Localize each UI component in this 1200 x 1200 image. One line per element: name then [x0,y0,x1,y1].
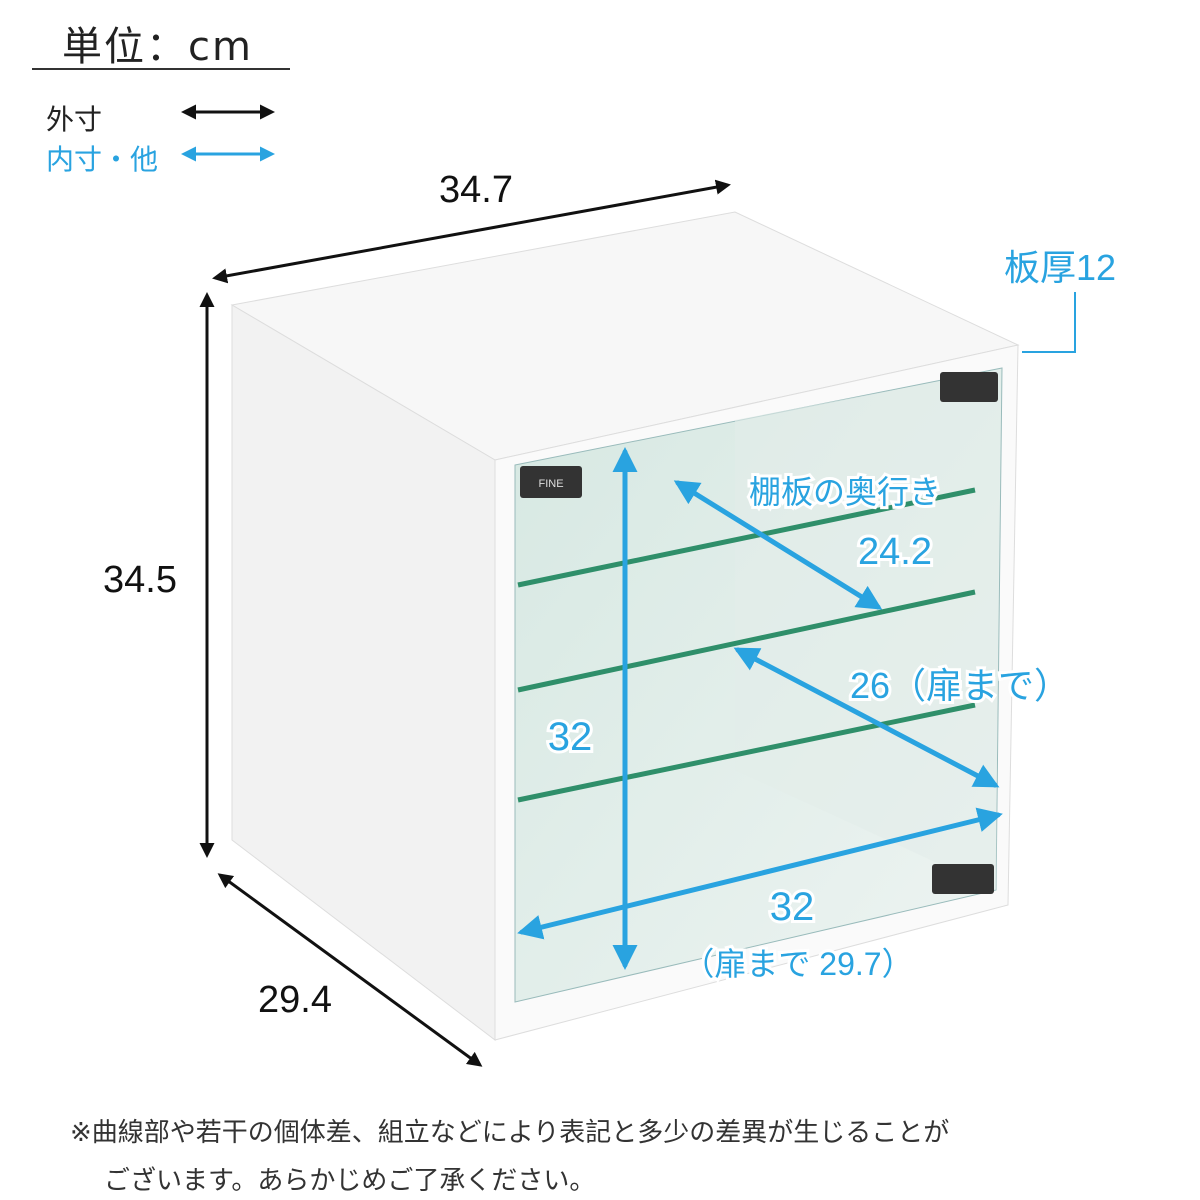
door-tag-text: FINE [538,478,563,490]
shelf-depth-title: 棚板の奥行き [749,474,941,510]
shelf-depth-arrow [673,480,883,610]
inner-width-door-label: （扉まで 29.7） [682,946,913,982]
inner-width-label: 32 [770,885,815,929]
board-thickness-leader [1022,292,1076,353]
board-thickness-label: 板厚12 [1004,247,1116,288]
disclaimer-line-2: ございます。あらかじめご了承ください。 [104,1166,596,1196]
height-outer-label: 34.5 [103,559,177,601]
inner-depth-arrow [733,647,1000,788]
bottom-hinge [932,864,994,894]
width-outer-label: 34.7 [439,169,513,211]
depth-outer-label: 29.4 [258,979,332,1021]
shelf-depth-label: 24.2 [858,531,932,573]
top-hinge [940,372,998,402]
door-tag [520,466,582,498]
depth-outer-arrow [217,873,483,1067]
inner-depth-label: 26（扉まで） [850,665,1070,706]
legend-outer-label: 外寸 [46,103,103,136]
unit-label: 単位：cm [62,24,253,70]
legend-inner-label: 内寸・他 [46,143,159,176]
shelf [517,589,976,693]
width-outer-arrow [212,179,731,284]
disclaimer-line-1: ※曲線部や若干の個体差、組立などにより表記と多少の差異が生じることが [70,1118,950,1148]
unit-underline [32,68,290,70]
inner-width-arrow [517,807,1003,940]
inner-height-label: 32 [548,715,593,759]
